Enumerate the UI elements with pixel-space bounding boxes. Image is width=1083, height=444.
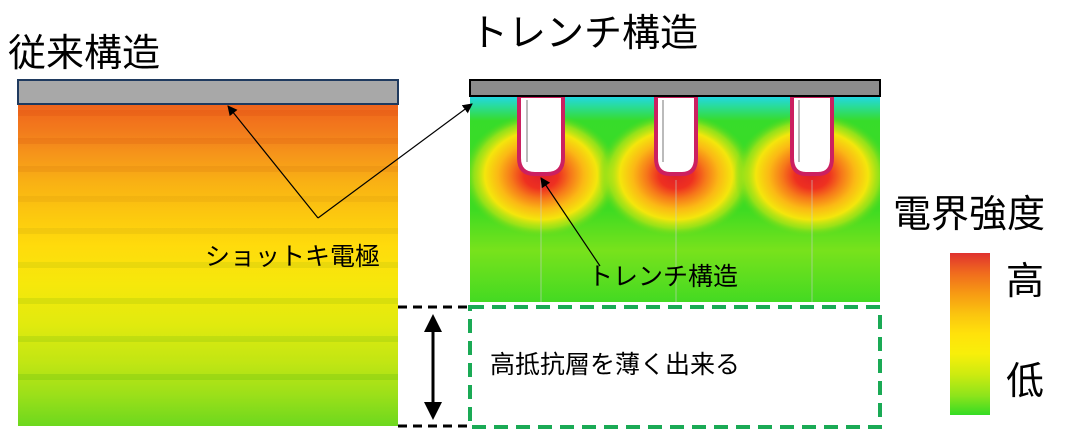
conventional-field-map [18, 104, 398, 426]
trench-structure-label: トレンチ構造 [588, 262, 739, 291]
trench-1 [517, 94, 565, 176]
trench-schottky-electrode [469, 79, 881, 97]
schottky-pointer-lines [227, 103, 473, 219]
trench-pointer-line [540, 177, 601, 267]
legend-low-label: 低 [1006, 359, 1045, 403]
conventional-schottky-electrode [17, 79, 399, 105]
schottky-electrode-label: ショットキ電極 [205, 242, 381, 271]
conventional-structure-title: 従来構造 [8, 31, 161, 75]
trench-structure-panel [469, 79, 881, 302]
legend-high-label: 高 [1006, 259, 1045, 303]
trench-3 [790, 94, 834, 176]
thickness-double-arrow [424, 314, 442, 420]
conventional-bands [18, 110, 398, 380]
legend-color-bar [950, 253, 990, 415]
trench-structure-title: トレンチ構造 [470, 11, 699, 55]
thin-layer-dashed-box [468, 305, 882, 429]
thin-layer-label: 高抵抗層を薄く出来る [490, 350, 741, 379]
legend-title: 電界強度 [893, 192, 1046, 236]
trench-2 [654, 94, 698, 176]
conventional-structure-panel [17, 79, 399, 426]
